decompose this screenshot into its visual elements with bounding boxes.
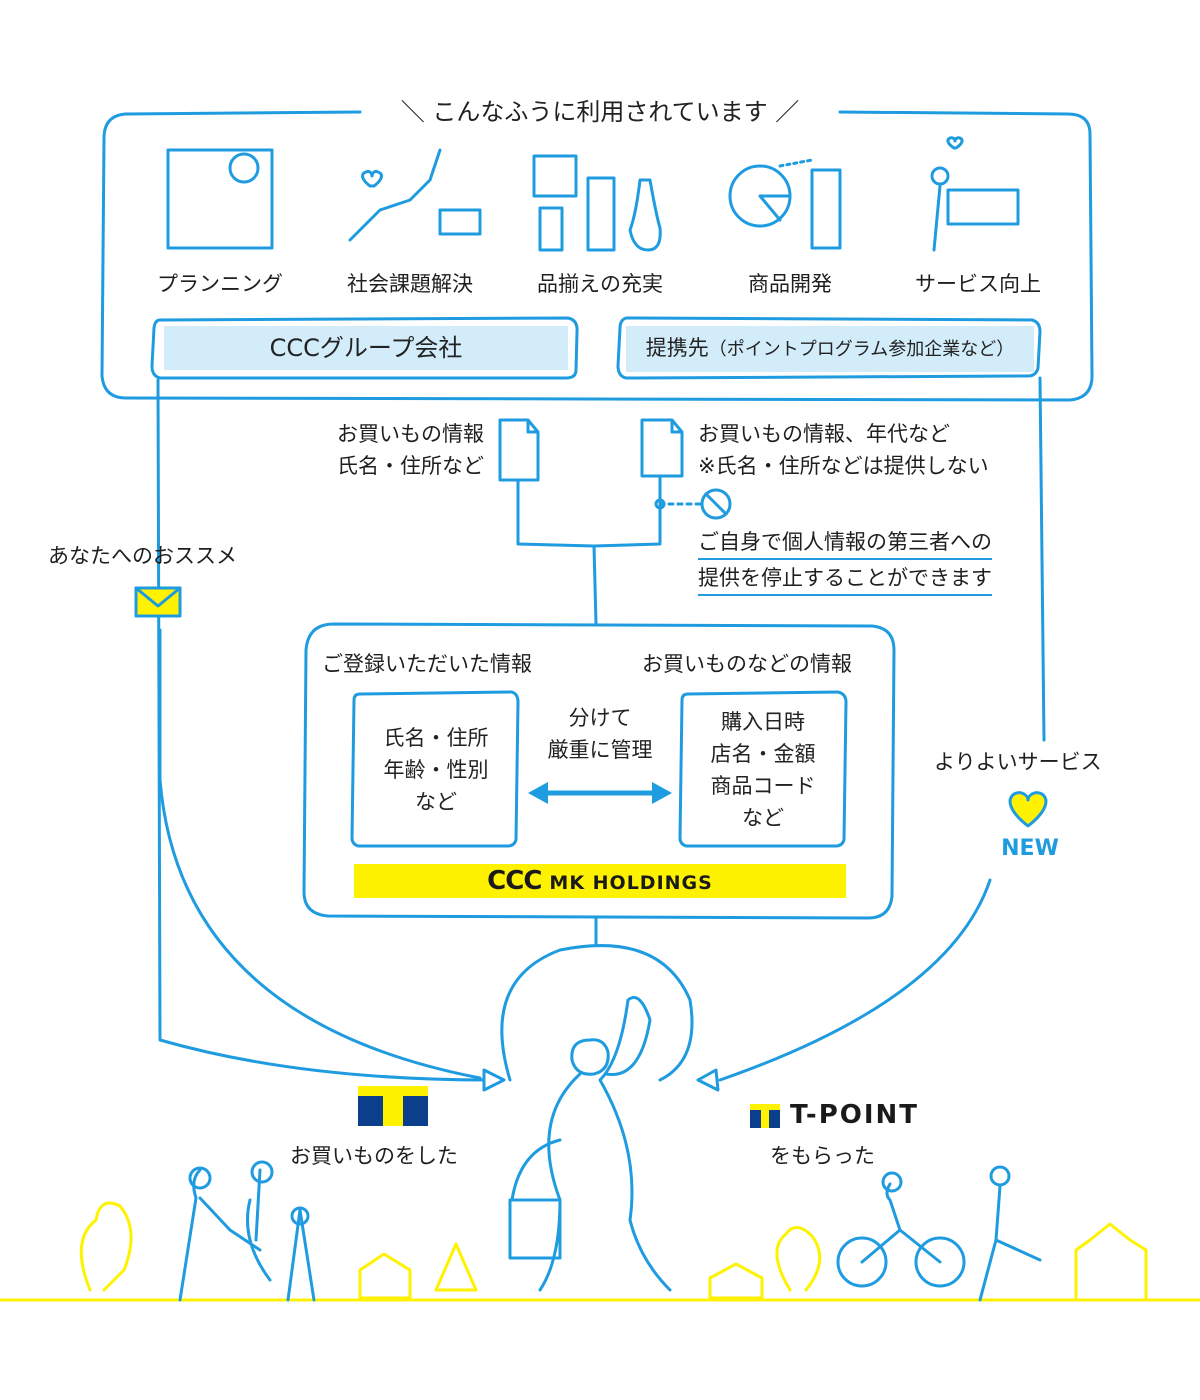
tree-left [79, 1201, 133, 1292]
registered-item: など [415, 790, 457, 814]
shopped-label: お買いものをした [290, 1144, 458, 1168]
purchase-item: 店名・金額 [710, 742, 816, 766]
japan-map-outline [348, 148, 442, 242]
partner-button-outline [616, 316, 1042, 380]
double-arrow-icon [528, 782, 672, 804]
purchase-item: 購入日時 [721, 710, 805, 734]
ccc-group-box: CCCグループ会社 [164, 326, 568, 370]
separate-management-text: 分けて 厳重に管理 [530, 702, 670, 766]
registered-item: 氏名・住所 [383, 726, 489, 750]
separate-line2: 厳重に管理 [547, 738, 653, 762]
person-circle [500, 944, 694, 1082]
shopping-bag [508, 1198, 562, 1260]
use-label-service: サービス向上 [915, 272, 1041, 296]
recommend-label: あなたへのおススメ [48, 544, 237, 568]
tcard-logo-large [358, 1086, 428, 1126]
products-icon-box [532, 154, 578, 198]
bicycle-wheel-back [914, 1236, 966, 1288]
runner-figure [989, 1165, 1011, 1187]
mk-holdings-logo: CCC MK HOLDINGS [354, 864, 846, 898]
service-desk-icon [946, 188, 1020, 226]
purchase-title: お買いものなどの情報 [642, 652, 852, 676]
registered-items: 氏名・住所 年齢・性別 など [354, 722, 518, 818]
building-right [1074, 1222, 1148, 1302]
separate-line1: 分けて [568, 706, 632, 730]
use-label-planning: プランニング [157, 272, 283, 296]
use-label-assortment: 品揃えの充実 [537, 272, 663, 296]
purchase-item: など [742, 806, 784, 830]
registered-item: 年齢・性別 [383, 758, 489, 782]
use-label-social: 社会課題解決 [347, 272, 473, 296]
document-icon-left [498, 418, 540, 482]
usage-header: ＼ こんなふうに利用されています ／ [0, 92, 1200, 127]
better-service-label: よりよいサービス [934, 750, 1102, 774]
new-badge: NEW [1001, 836, 1059, 861]
bicycle-wheel-front [836, 1236, 888, 1288]
left-info-line1: お買いもの情報 [337, 422, 484, 446]
right-info-line2: ※氏名・住所などは提供しない [698, 454, 989, 478]
usage-frame [100, 110, 1094, 402]
walking-person [570, 1038, 610, 1076]
purchase-item: 商品コード [710, 774, 816, 798]
tree-right [775, 1226, 822, 1292]
house-left [358, 1252, 412, 1300]
tree-pine [434, 1242, 478, 1292]
document-icon-right [640, 418, 684, 478]
service-arrow-line [1038, 376, 1046, 742]
got-points-label: をもらった [770, 1144, 875, 1168]
house-right [708, 1262, 764, 1300]
planning-icon-board [166, 148, 274, 250]
optout-line1: ご自身で個人情報の第三者への [698, 526, 992, 560]
ccc-logo-mark: CCC [487, 866, 542, 896]
left-info-line2: 氏名・住所など [337, 454, 484, 478]
recommend-arrow-line [156, 378, 492, 1082]
block-icon [700, 488, 732, 520]
partner-box: 提携先（ポイントプログラム参加企業など） [626, 326, 1034, 372]
tcard-logo-small [750, 1104, 780, 1128]
use-label-product-dev: 商品開発 [748, 272, 832, 296]
arrowhead-left [482, 1068, 506, 1092]
registered-box [350, 690, 520, 848]
optout-line2: 提供を停止することができます [698, 562, 992, 596]
registered-title: ご登録いただいた情報 [322, 652, 532, 676]
purchase-items: 購入日時 店名・金額 商品コード など [680, 706, 846, 834]
heart-icon [1008, 791, 1048, 828]
mk-holdings-text: MK HOLDINGS [549, 872, 713, 894]
right-info-line1: お買いもの情報、年代など [698, 422, 950, 446]
arrowhead-right [696, 1068, 720, 1092]
holdings-frame [302, 622, 896, 920]
tpoint-logo-text: T-POINT [790, 1100, 920, 1130]
purchase-box [678, 690, 848, 848]
ccc-button-outline [150, 316, 579, 380]
family-figures [178, 1168, 316, 1302]
